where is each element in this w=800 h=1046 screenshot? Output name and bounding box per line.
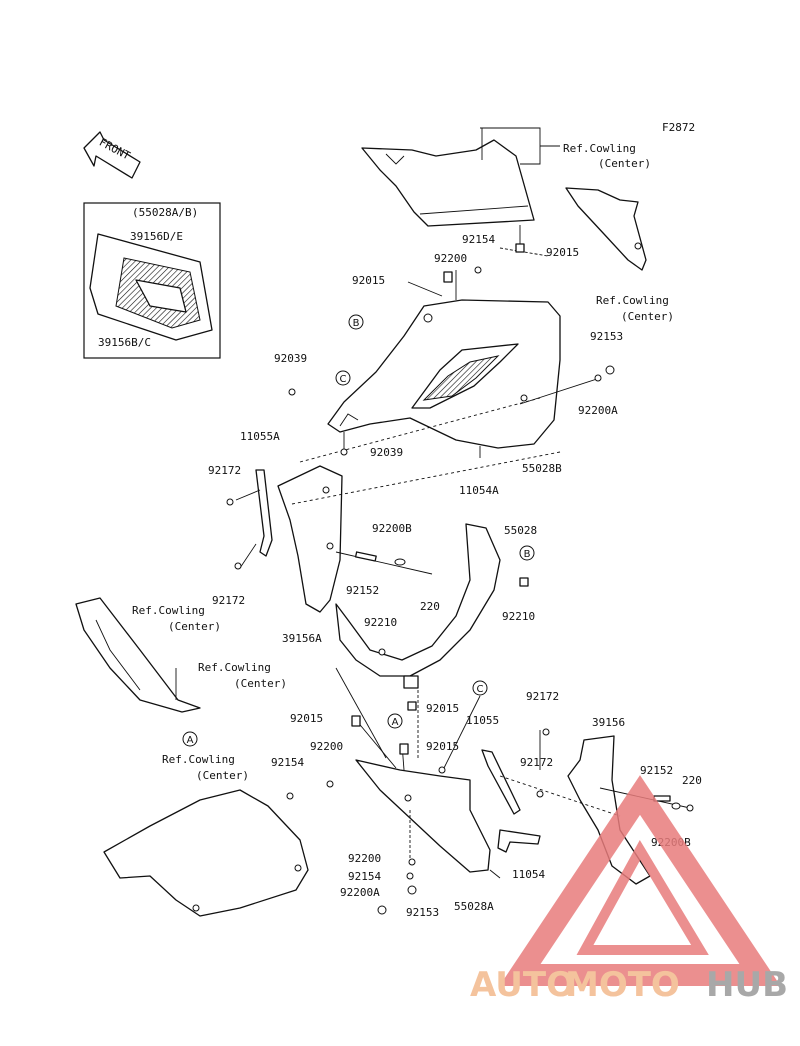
ref-bottom: Ref.Cowling	[162, 753, 235, 766]
part-label: 55028A	[454, 900, 494, 913]
ref-circle-b-top: B	[348, 314, 364, 330]
fairing-55028A	[355, 759, 491, 873]
part-label: 55028	[504, 524, 537, 537]
front-arrow-icon: FRONT	[83, 131, 141, 179]
part-label: 92015	[352, 274, 385, 287]
fairing-55028	[335, 523, 501, 689]
part-label: 92015	[426, 702, 459, 715]
part-label: 39156A	[282, 632, 322, 645]
watermark-moto: MOTO	[565, 965, 680, 1005]
part-label: 92172	[208, 464, 241, 477]
inner-panel-39156A	[277, 465, 343, 613]
ref-cowling-top-right	[565, 187, 647, 271]
ref-circle-a-mid: A	[387, 713, 403, 729]
part-label: 92172	[520, 756, 553, 769]
part-label: 220	[420, 600, 440, 613]
part-label: 92200	[310, 740, 343, 753]
part-label: 92200A	[578, 404, 618, 417]
ref-top-2b: (Center)	[621, 310, 674, 323]
ref-circle-c-top: C	[335, 370, 351, 386]
part-label: 92154	[462, 233, 495, 246]
ref-circle-a-left: A	[182, 731, 198, 747]
svg-text:B: B	[353, 318, 360, 329]
ref-circle-c-mid: C	[472, 680, 488, 696]
part-label: 92172	[526, 690, 559, 703]
watermark-logo: AUTO MOTO HUB	[470, 775, 788, 1005]
part-label: 92200	[348, 852, 381, 865]
ref-cowling-bottom	[103, 789, 309, 917]
part-label: 92172	[212, 594, 245, 607]
inset-label-top: 39156D/E	[130, 230, 183, 243]
part-label: 92015	[546, 246, 579, 259]
part-label: 92200	[434, 252, 467, 265]
part-label: 11055A	[240, 430, 280, 443]
part-label: 92200A	[340, 886, 380, 899]
ref-circle-b-mid: B	[519, 545, 535, 561]
watermark-hub: HUB	[706, 965, 788, 1005]
inset-label-bottom: 39156B/C	[98, 336, 151, 349]
ref-left-1: Ref.Cowling	[132, 604, 205, 617]
part-label: 92152	[346, 584, 379, 597]
bracket-11055	[481, 749, 521, 815]
ref-cowling-top	[361, 128, 535, 250]
ref-cowling-left	[75, 597, 201, 713]
figure-id: F2872	[662, 121, 695, 134]
part-label: 92154	[271, 756, 304, 769]
part-label: 92153	[590, 330, 623, 343]
inset-box: (55028A/B) 39156D/E 39156B/C	[83, 202, 221, 359]
part-label: 92152	[640, 764, 673, 777]
svg-text:A: A	[392, 717, 399, 728]
fasteners	[226, 243, 694, 915]
part-label: 55028B	[522, 462, 562, 475]
part-label: 92200B	[372, 522, 412, 535]
part-labels: 92154 92015 92200 92015 92153 92039 9220…	[208, 233, 702, 919]
part-label: 92210	[364, 616, 397, 629]
bracket-11055A	[255, 469, 273, 557]
part-label: 92015	[290, 712, 323, 725]
part-label: 39156	[592, 716, 625, 729]
part-label: 11054	[512, 868, 545, 881]
svg-text:A: A	[187, 735, 194, 746]
ref-bottomb: (Center)	[196, 769, 249, 782]
bracket-11054	[497, 829, 541, 853]
ref-left-2b: (Center)	[234, 677, 287, 690]
svg-text:C: C	[477, 684, 484, 695]
watermark-auto: AUTO	[470, 965, 575, 1005]
ref-left-1b: (Center)	[168, 620, 221, 633]
part-label: 92039	[370, 446, 403, 459]
part-label: 92039	[274, 352, 307, 365]
svg-text:B: B	[524, 549, 531, 560]
ref-left-2: Ref.Cowling	[198, 661, 271, 674]
fairing-55028B	[327, 299, 561, 449]
leader-lines	[175, 247, 621, 879]
ref-top-1: Ref.Cowling	[563, 142, 636, 155]
inset-title: (55028A/B)	[132, 206, 198, 219]
bolt-92152-mid	[335, 551, 433, 575]
part-label: 92210	[502, 610, 535, 623]
part-label: 92154	[348, 870, 381, 883]
part-label: 11054A	[459, 484, 499, 497]
part-label: 92015	[426, 740, 459, 753]
svg-text:C: C	[340, 374, 347, 385]
part-label: 220	[682, 774, 702, 787]
part-label: 92153	[406, 906, 439, 919]
ref-top-1b: (Center)	[598, 157, 651, 170]
ref-top-2: Ref.Cowling	[596, 294, 669, 307]
part-label: 11055	[466, 714, 499, 727]
